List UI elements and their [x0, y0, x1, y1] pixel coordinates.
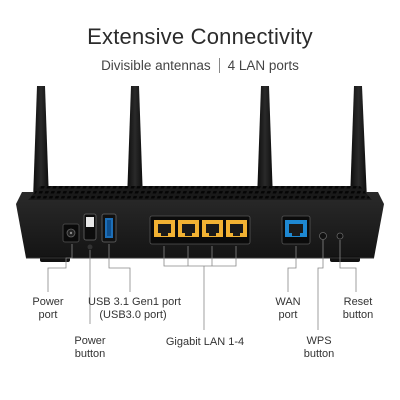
- feature-divider: [218, 58, 220, 73]
- lan-port-block: [149, 215, 251, 245]
- antenna-3: [257, 86, 273, 200]
- usb-port: [101, 213, 117, 243]
- power-port: [62, 223, 80, 243]
- wps-button: [319, 232, 327, 240]
- feature-antennas: Divisible antennas: [101, 58, 211, 73]
- reset-button: [336, 232, 344, 240]
- page-title: Extensive Connectivity: [87, 24, 313, 49]
- lan-port-3: [202, 220, 223, 237]
- label-lan-ports: Gigabit LAN 1-4: [165, 336, 245, 348]
- label-power-port: Power port: [32, 296, 64, 321]
- feature-line: Divisible antennas 4 LAN ports: [0, 58, 400, 73]
- antenna-4: [350, 86, 367, 200]
- label-wps-button: WPS button: [303, 335, 335, 360]
- antenna-2: [127, 86, 143, 200]
- callout-lines: [47, 240, 357, 330]
- lan-port-4: [226, 220, 247, 237]
- label-power-button: Power button: [74, 335, 106, 360]
- feature-lan-ports: 4 LAN ports: [227, 58, 299, 73]
- lan-port-1: [154, 220, 175, 237]
- antenna-1: [33, 86, 49, 200]
- power-button: [83, 213, 97, 250]
- label-wan-port: WAN port: [275, 296, 301, 321]
- label-reset-button: Reset button: [342, 296, 374, 321]
- lan-port-2: [178, 220, 199, 237]
- wan-port: [281, 215, 311, 245]
- label-usb-port: USB 3.1 Gen1 port (USB3.0 port): [88, 296, 181, 321]
